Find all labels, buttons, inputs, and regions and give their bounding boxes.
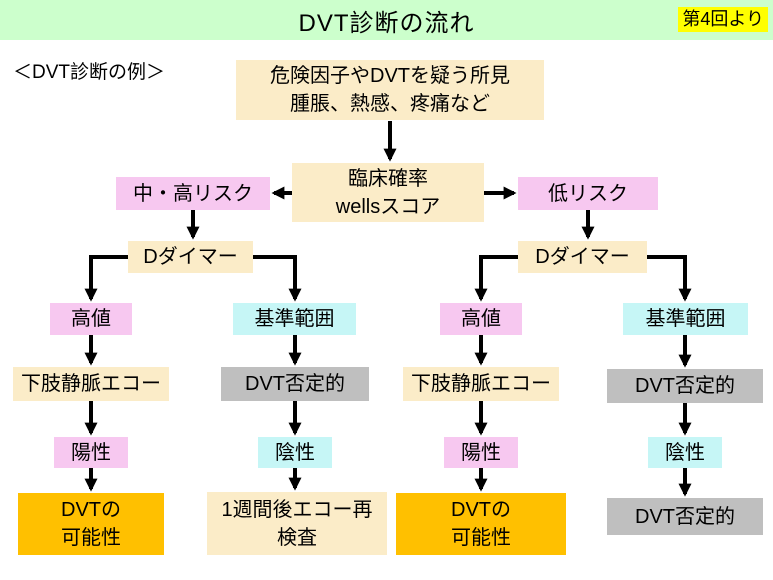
node-a-leg-vein-echo: 下肢静脈エコー <box>13 367 169 401</box>
node-ddimer-left: Dダイマー <box>128 241 253 273</box>
node-a-high-value: 高値 <box>50 303 132 335</box>
node-ddimer-right: Dダイマー <box>518 241 647 273</box>
node-risk-mid-high: 中・高リスク <box>116 177 270 210</box>
page-title: DVT診断の流れ <box>298 9 475 37</box>
arrow-ddimer-right-to-normal <box>647 255 692 302</box>
arrow-ddimer-right-to-high <box>474 255 518 302</box>
session-badge: 第4回より <box>678 7 768 33</box>
example-label: ＜DVT診断の例＞ <box>13 62 166 83</box>
node-c-leg-vein-echo: 下肢静脈エコー <box>403 367 559 401</box>
node-c-high-value: 高値 <box>440 303 522 335</box>
arrow-ddimer-left-to-normal <box>253 255 302 302</box>
node-d-normal-range: 基準範囲 <box>623 303 748 335</box>
node-c-dvt-possible: DVTの 可能性 <box>396 493 566 555</box>
header-bar: DVT診断の流れ <box>0 0 773 40</box>
node-a-positive: 陽性 <box>54 437 128 468</box>
node-risk-low: 低リスク <box>518 177 658 210</box>
node-d-dvt-unlikely: DVT否定的 <box>607 369 763 403</box>
node-clinical-probability: 臨床確率 wellsスコア <box>292 163 484 222</box>
node-d-dvt-unlikely-final: DVT否定的 <box>607 498 763 535</box>
node-a-dvt-possible: DVTの 可能性 <box>18 493 164 555</box>
node-risk-factors: 危険因子やDVTを疑う所見 腫脹、熱感、疼痛など <box>236 60 544 120</box>
node-c-positive: 陽性 <box>444 437 518 468</box>
arrow-ddimer-left-to-high <box>84 255 128 302</box>
node-b-negative: 陰性 <box>258 437 332 468</box>
node-b-repeat-echo: 1週間後エコー再 検査 <box>207 492 387 555</box>
node-b-normal-range: 基準範囲 <box>233 303 356 335</box>
node-d-negative: 陰性 <box>648 437 722 468</box>
node-b-dvt-unlikely: DVT否定的 <box>221 367 369 401</box>
